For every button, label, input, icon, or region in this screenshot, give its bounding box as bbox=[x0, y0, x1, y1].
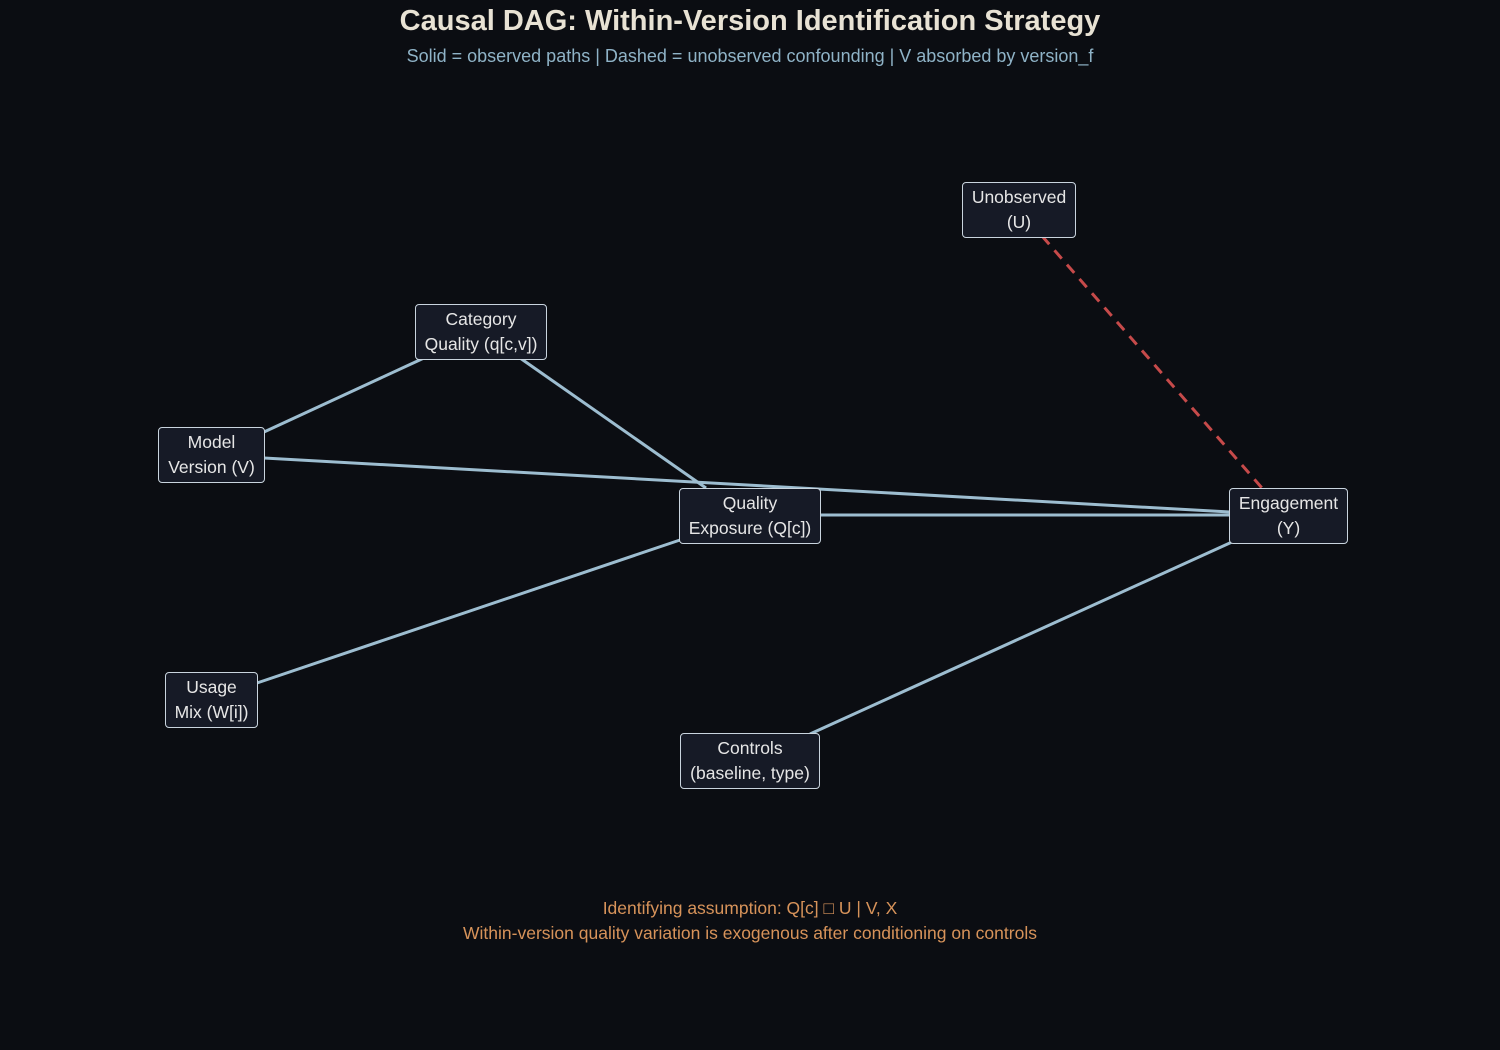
diagram-title: Causal DAG: Within-Version Identificatio… bbox=[399, 5, 1101, 37]
node-model-version: Model Version (V) bbox=[158, 427, 265, 483]
node-unobserved-line2: (U) bbox=[1006, 212, 1032, 232]
node-category-quality-line2: Quality (q[c,v]) bbox=[424, 334, 538, 354]
node-engagement: Engagement (Y) bbox=[1229, 488, 1348, 544]
node-quality-exposure-line2: Exposure (Q[c]) bbox=[688, 518, 812, 538]
node-unobserved: Unobserved (U) bbox=[962, 182, 1076, 238]
node-usage-mix: Usage Mix (W[i]) bbox=[165, 672, 258, 728]
node-usage-mix-line2: Mix (W[i]) bbox=[174, 702, 249, 722]
node-model-version-line2: Version (V) bbox=[168, 457, 255, 477]
edge-version-to-engagement bbox=[263, 456, 1231, 514]
edge-controls-to-engagement bbox=[809, 540, 1233, 736]
node-quality-exposure-line1: Quality bbox=[722, 493, 778, 513]
node-controls: Controls (baseline, type) bbox=[680, 733, 820, 789]
footnote-explanation: Within-version quality variation is exog… bbox=[463, 923, 1037, 943]
node-unobserved-line1: Unobserved bbox=[971, 187, 1067, 207]
node-engagement-line2: (Y) bbox=[1276, 518, 1301, 538]
edge-category-quality-to-quality-exposure bbox=[519, 356, 707, 490]
node-usage-mix-line1: Usage bbox=[186, 677, 237, 697]
node-engagement-line1: Engagement bbox=[1238, 493, 1339, 513]
edge-unobserved-to-engagement bbox=[1040, 235, 1264, 489]
node-category-quality-line1: Category bbox=[445, 309, 517, 329]
node-quality-exposure: Quality Exposure (Q[c]) bbox=[679, 488, 821, 544]
node-controls-line2: (baseline, type) bbox=[690, 763, 810, 783]
footnote-assumption: Identifying assumption: Q[c] □ U | V, X bbox=[602, 898, 898, 918]
node-category-quality: Category Quality (q[c,v]) bbox=[415, 304, 547, 360]
node-controls-line1: Controls bbox=[717, 738, 783, 758]
edge-usage-mix-to-quality-exposure bbox=[256, 538, 681, 685]
node-model-version-line1: Model bbox=[187, 432, 236, 452]
diagram-subtitle: Solid = observed paths | Dashed = unobse… bbox=[406, 46, 1094, 66]
edge-version-to-category-quality bbox=[263, 356, 425, 434]
